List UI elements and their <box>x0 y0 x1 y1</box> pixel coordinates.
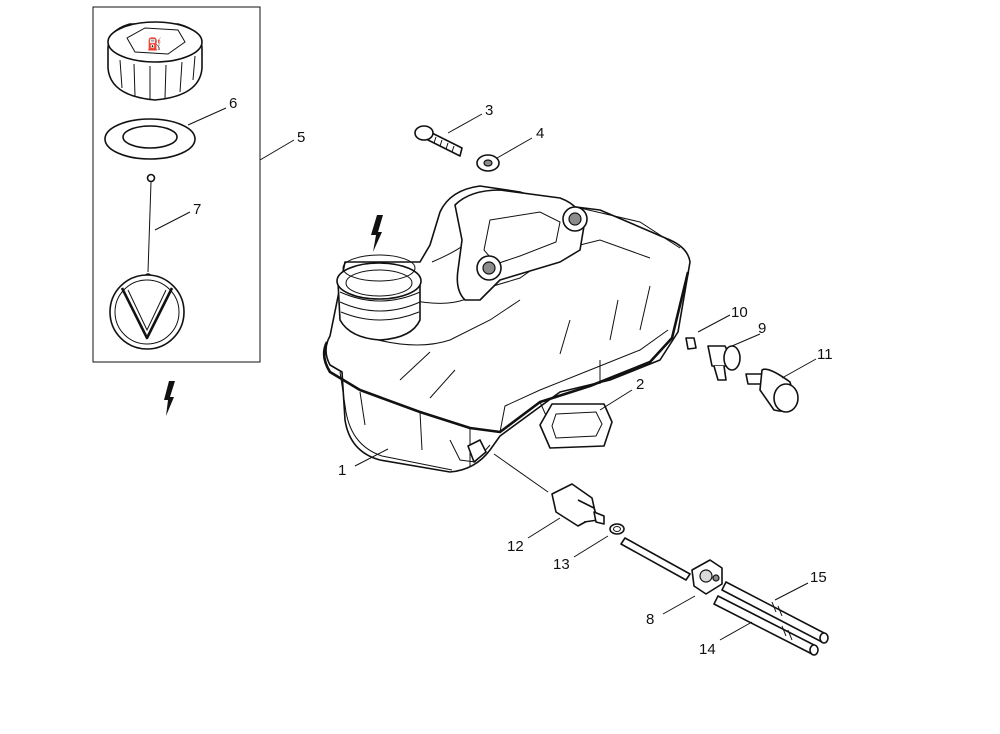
callout-1: 1 <box>338 462 346 479</box>
lightning-arrow-icon <box>371 215 383 252</box>
callout-13: 13 <box>553 556 570 573</box>
callout-12: 12 <box>507 538 524 555</box>
fuel-hose-lower[interactable] <box>713 595 819 656</box>
callout-14: 14 <box>699 641 716 658</box>
callout-6: 6 <box>229 95 237 112</box>
callout-3: 3 <box>485 102 493 119</box>
cap-gasket[interactable] <box>104 118 196 160</box>
rubber-pad[interactable] <box>539 403 613 449</box>
callout-8: 8 <box>646 611 654 628</box>
callout-labels: 1 2 3 4 5 6 7 8 9 10 11 12 13 14 15 <box>193 95 833 658</box>
callout-5: 5 <box>297 129 305 146</box>
callout-4: 4 <box>536 125 544 142</box>
grommet[interactable] <box>707 345 741 381</box>
vent-valve[interactable] <box>745 368 799 413</box>
callout-10: 10 <box>731 304 748 321</box>
fuel-cap[interactable]: ⛽ <box>107 21 203 101</box>
pin[interactable] <box>685 337 697 350</box>
callout-2: 2 <box>636 376 644 393</box>
callout-15: 15 <box>810 569 827 586</box>
o-ring[interactable] <box>609 523 625 535</box>
fuel-valve[interactable] <box>551 483 605 527</box>
leader-lines <box>154 107 817 641</box>
mounting-bolt[interactable] <box>414 125 463 157</box>
cap-kit-frame <box>92 6 261 363</box>
washer[interactable] <box>476 154 500 172</box>
cap-tether[interactable] <box>109 173 185 350</box>
lightning-arrow-icon <box>164 381 175 416</box>
tube-grommet[interactable] <box>691 559 723 595</box>
fuel-cap-icon: ⛽ <box>147 37 162 51</box>
callout-7: 7 <box>193 201 201 218</box>
fuel-tube[interactable] <box>620 537 691 581</box>
callout-9: 9 <box>758 320 766 337</box>
mounting-bracket[interactable] <box>454 189 588 301</box>
fuel-hose-upper[interactable] <box>721 581 829 644</box>
callout-11: 11 <box>817 346 833 363</box>
filler-neck[interactable] <box>336 254 422 341</box>
